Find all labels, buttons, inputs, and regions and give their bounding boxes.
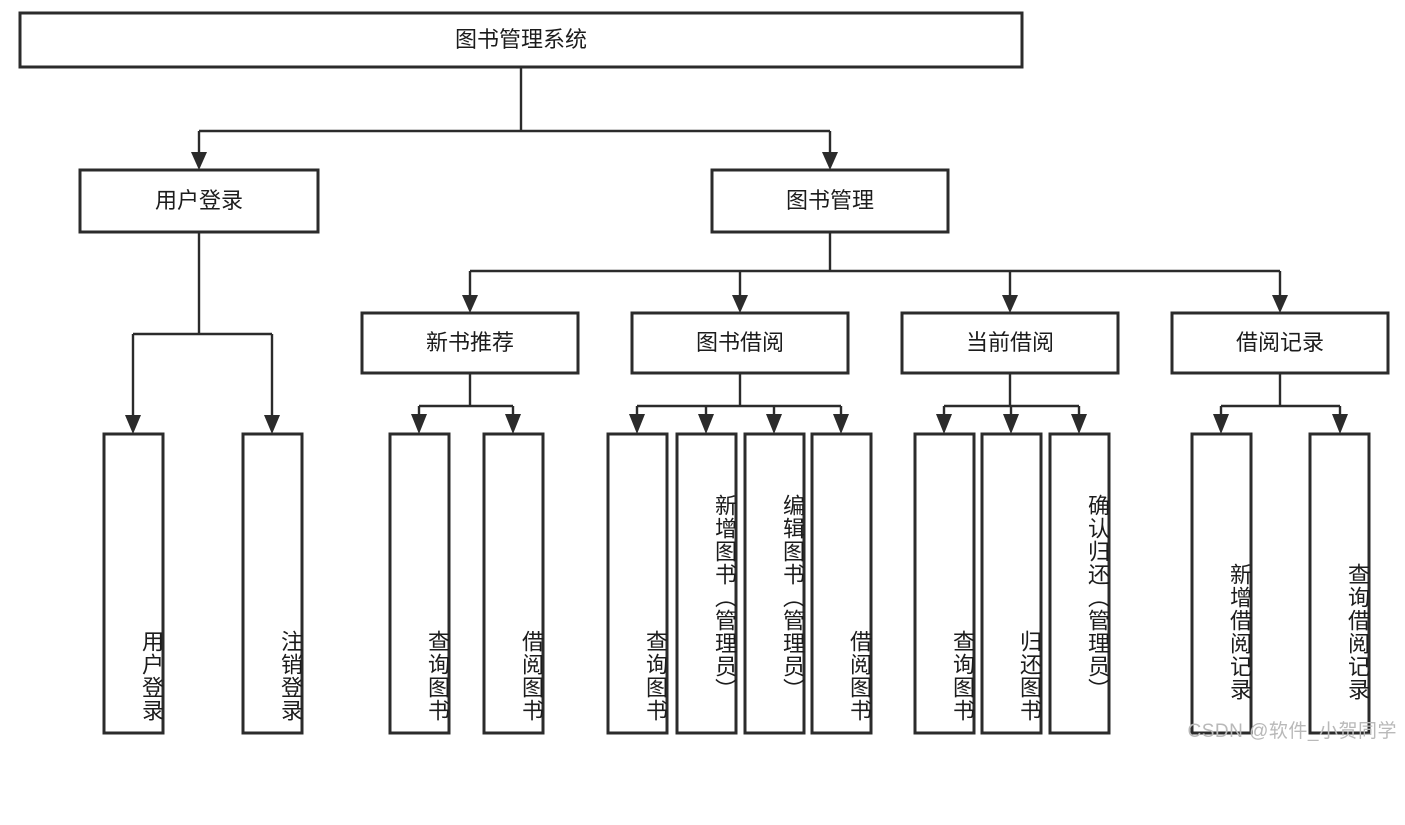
connector-layer <box>125 67 1348 434</box>
csdn-watermark: CSDN @软件_小贺同学 <box>1187 721 1397 742</box>
arrow-head-leaf-edit-book-admin <box>766 414 782 434</box>
system-structure-diagram: 图书管理系统 用户登录 图书管理 新书推荐 图书借阅 当前 <box>18 11 1397 742</box>
node-root-label: 图书管理系统 <box>455 27 587 52</box>
node-user-login-label: 用户登录 <box>155 188 243 213</box>
node-current-borrow-label: 当前借阅 <box>966 330 1054 355</box>
node-borrow-record-label: 借阅记录 <box>1236 330 1324 355</box>
diagram-canvas: 图书管理系统 用户登录 图书管理 新书推荐 图书借阅 当前 <box>18 11 1390 735</box>
arrow-head-leaf-query-book-3 <box>936 414 952 434</box>
leaf-add-book-admin-rect[interactable] <box>675 432 738 735</box>
node-user-login-rect[interactable] <box>78 168 320 234</box>
leaf-add-borrow-record-rect[interactable] <box>1190 432 1253 735</box>
leaf-return-book-rect[interactable] <box>980 432 1043 735</box>
arrow-head-leaf-logout-login <box>264 415 280 434</box>
arrow-head-leaf-query-book-1 <box>411 414 427 434</box>
arrow-head-current-borrow <box>1002 295 1018 313</box>
node-new-book-recommend-rect[interactable] <box>360 311 580 375</box>
node-book-borrow[interactable]: 图书借阅 <box>630 311 850 375</box>
node-book-manage-label: 图书管理 <box>786 188 874 213</box>
arrow-head-borrow-record <box>1272 295 1288 313</box>
arrow-head-leaf-confirm-return <box>1071 414 1087 434</box>
node-book-manage[interactable]: 图书管理 <box>710 168 950 234</box>
node-user-login[interactable]: 用户登录 <box>78 168 320 234</box>
leaf-query-book-2-rect[interactable] <box>606 432 669 735</box>
arrow-head-user-login <box>191 152 207 170</box>
node-book-borrow-label: 图书借阅 <box>696 330 784 355</box>
leaf-query-borrow-record-rect[interactable] <box>1308 432 1371 735</box>
arrow-head-book-manage <box>822 152 838 170</box>
node-borrow-record[interactable]: 借阅记录 <box>1170 311 1390 375</box>
leaf-confirm-return-admin-rect[interactable] <box>1048 432 1111 735</box>
node-root[interactable]: 图书管理系统 <box>18 11 1024 69</box>
arrow-head-leaf-query-book-2 <box>629 414 645 434</box>
arrow-head-book-borrow <box>732 295 748 313</box>
node-root-rect[interactable] <box>18 11 1024 69</box>
leaf-query-book-3-rect[interactable] <box>913 432 976 735</box>
node-current-borrow[interactable]: 当前借阅 <box>900 311 1120 375</box>
leaf-edit-book-admin-rect[interactable] <box>743 432 806 735</box>
node-current-borrow-rect[interactable] <box>900 311 1120 375</box>
leaf-borrow-book-1-rect[interactable] <box>482 432 545 735</box>
arrow-head-leaf-add-borrow-record <box>1213 414 1229 434</box>
arrow-head-leaf-borrow-book-1 <box>505 414 521 434</box>
arrow-head-leaf-query-borrow-record <box>1332 414 1348 434</box>
node-book-borrow-rect[interactable] <box>630 311 850 375</box>
leaf-borrow-book-2-rect[interactable] <box>810 432 873 735</box>
arrow-head-leaf-add-book-admin <box>698 414 714 434</box>
arrow-head-new-book <box>462 295 478 313</box>
arrow-head-leaf-return-book <box>1003 414 1019 434</box>
node-borrow-record-rect[interactable] <box>1170 311 1390 375</box>
leaf-query-book-1-rect[interactable] <box>388 432 451 735</box>
node-layer: 图书管理系统 用户登录 图书管理 新书推荐 图书借阅 当前 <box>18 11 1390 735</box>
leaf-logout-login-rect[interactable] <box>241 432 304 735</box>
node-new-book-recommend[interactable]: 新书推荐 <box>360 311 580 375</box>
node-new-book-recommend-label: 新书推荐 <box>426 330 514 355</box>
arrow-head-leaf-borrow-book-2 <box>833 414 849 434</box>
leaf-user-login-rect[interactable] <box>102 432 165 735</box>
arrow-head-leaf-user-login <box>125 415 141 434</box>
node-book-manage-rect[interactable] <box>710 168 950 234</box>
